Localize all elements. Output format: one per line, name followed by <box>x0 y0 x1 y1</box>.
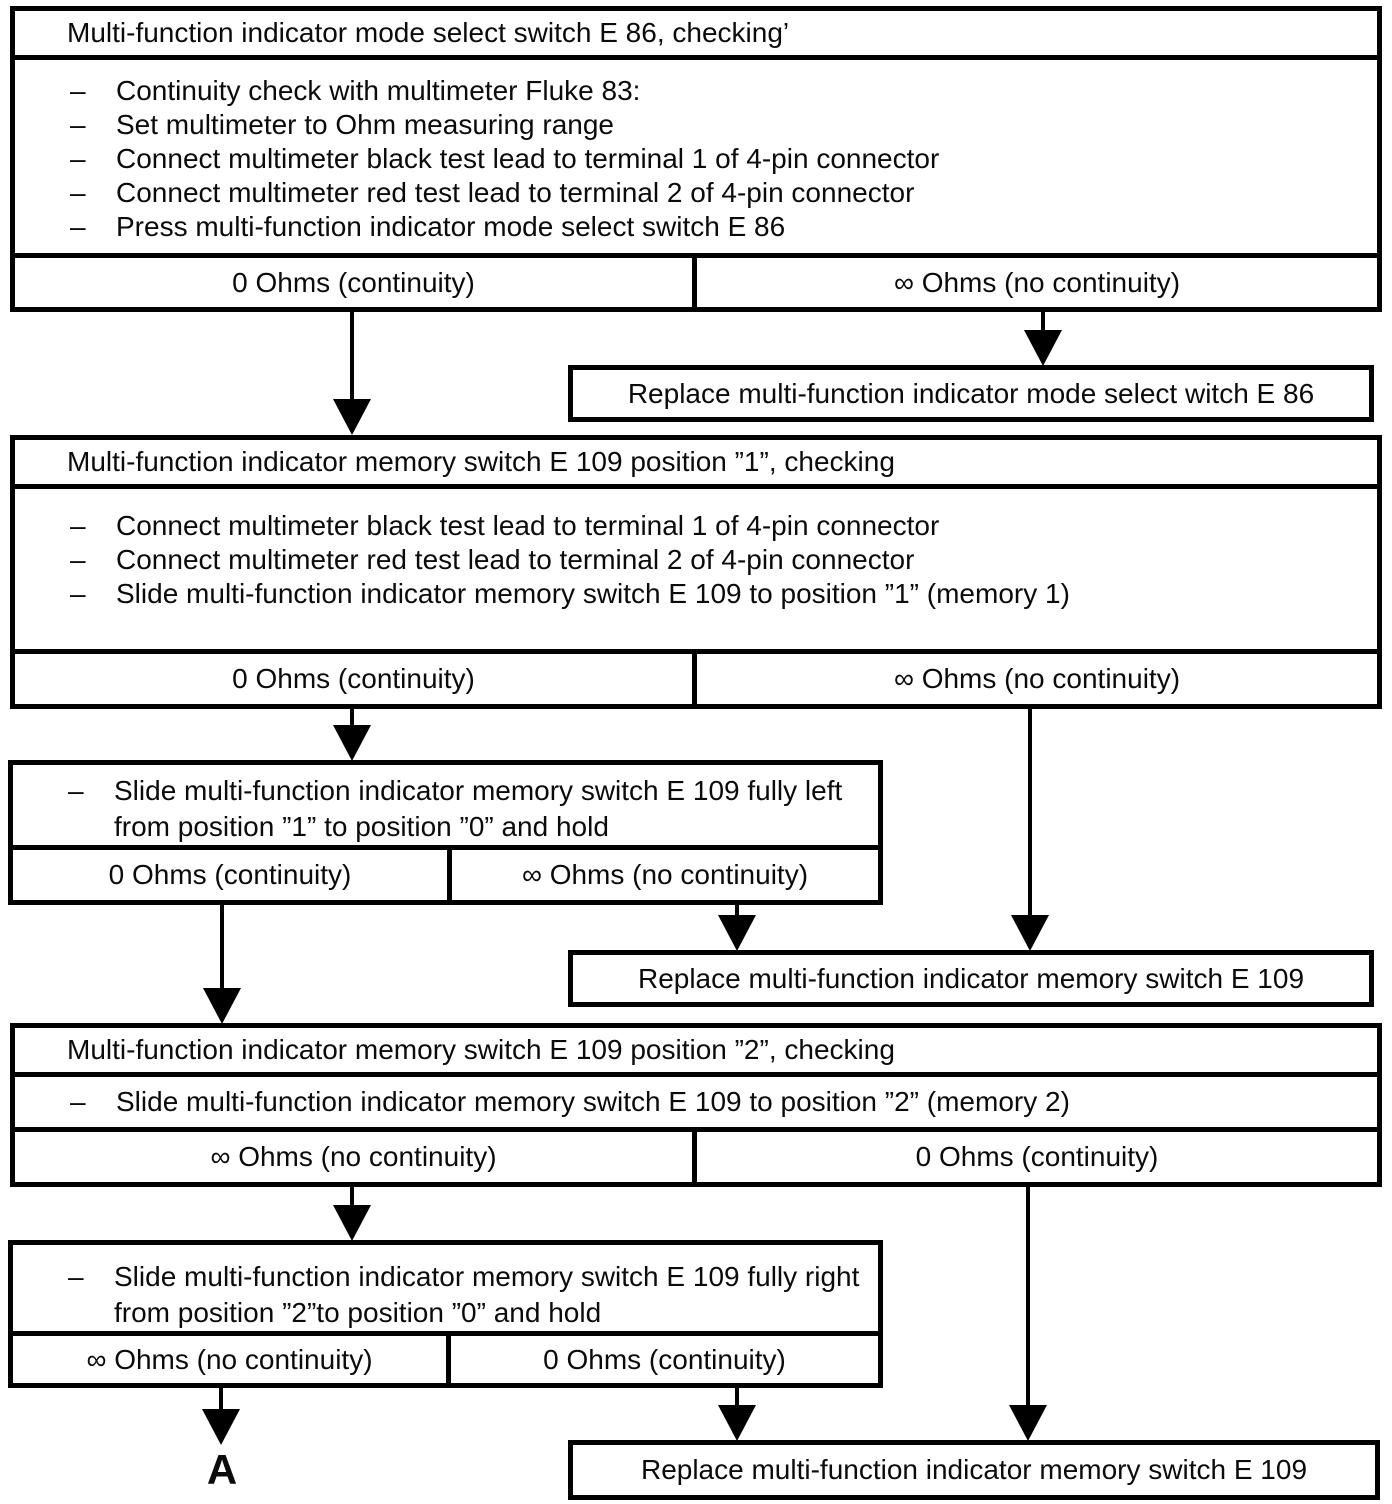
s1-result-continuity: 0 Ohms (continuity) <box>15 258 697 307</box>
arrow-s2-pass-head-icon <box>333 725 371 761</box>
arrow-s2b-pass-head-icon <box>203 988 241 1024</box>
arrow-s3-fail-head-icon <box>1009 1405 1047 1441</box>
result-text: 0 Ohms (continuity) <box>232 663 475 694</box>
step-item: Slide multi-function indicator memory sw… <box>70 1085 1070 1119</box>
arrow-s1-pass-head-icon <box>333 399 371 435</box>
arrow-s3b-fail-head-icon <box>718 1405 756 1441</box>
s3-title: Multi-function indicator memory switch E… <box>67 1034 895 1065</box>
arrow-s2-pass-line <box>350 709 354 727</box>
s2-title: Multi-function indicator memory switch E… <box>67 446 895 477</box>
s3b-result-no-continuity: ∞ Ohms (no continuity) <box>13 1336 451 1383</box>
step-item: Connect multimeter red test lead to term… <box>70 176 1377 210</box>
s3-step-box: Slide multi-function indicator memory sw… <box>10 1072 1382 1132</box>
step-item: Connect multimeter black test lead to te… <box>70 509 1377 543</box>
s2-results-row: 0 Ohms (continuity) ∞ Ohms (no continuit… <box>10 649 1382 709</box>
step-item: Connect multimeter black test lead to te… <box>70 142 1377 176</box>
replace-text: Replace multi-function indicator memory … <box>637 962 1305 994</box>
result-text: 0 Ohms (continuity) <box>915 1141 1159 1172</box>
arrow-s3b-fail-line <box>735 1388 739 1412</box>
result-text: ∞ Ohms (no continuity) <box>210 1141 497 1172</box>
s2-steps-box: Connect multimeter black test lead to te… <box>10 484 1382 654</box>
arrow-s3b-pass-line <box>219 1388 223 1412</box>
arrow-s1-pass-line <box>350 312 354 402</box>
replace-memory-switch-box-2: Replace multi-function indicator memory … <box>568 1440 1380 1500</box>
s2-steps-list: Connect multimeter black test lead to te… <box>70 509 1377 611</box>
s1-results-row: 0 Ohms (continuity) ∞ Ohms (no continuit… <box>10 253 1382 312</box>
step-item: Continuity check with multimeter Fluke 8… <box>70 74 1377 108</box>
arrow-s1-fail-head-icon <box>1024 330 1062 366</box>
s3-results-row: ∞ Ohms (no continuity) 0 Ohms (continuit… <box>10 1127 1382 1187</box>
s3-title-box: Multi-function indicator memory switch E… <box>10 1023 1382 1077</box>
s1-result-no-continuity: ∞ Ohms (no continuity) <box>697 258 1377 307</box>
step-item: Slide multi-function indicator memory sw… <box>70 577 1377 611</box>
result-text: 0 Ohms (continuity) <box>108 859 352 890</box>
s3b-step-box: Slide multi-function indicator memory sw… <box>8 1240 883 1336</box>
step-item: Slide multi-function indicator memory sw… <box>68 773 878 845</box>
s3-result-continuity: 0 Ohms (continuity) <box>697 1132 1377 1182</box>
s3b-results-row: ∞ Ohms (no continuity) 0 Ohms (continuit… <box>8 1331 883 1388</box>
s2b-step-box: Slide multi-function indicator memory sw… <box>8 760 883 850</box>
s3b-result-continuity: 0 Ohms (continuity) <box>451 1336 878 1383</box>
connector-label-a: A <box>206 1446 238 1493</box>
s2b-result-continuity: 0 Ohms (continuity) <box>13 850 452 900</box>
s2-title-box: Multi-function indicator memory switch E… <box>10 435 1382 489</box>
arrow-s1-fail-line <box>1041 312 1045 334</box>
replace-memory-switch-box-1: Replace multi-function indicator memory … <box>568 950 1374 1007</box>
replace-text: Replace multi-function indicator memory … <box>640 1454 1308 1485</box>
s2b-results-row: 0 Ohms (continuity) ∞ Ohms (no continuit… <box>8 845 883 905</box>
s3-result-no-continuity: ∞ Ohms (no continuity) <box>15 1132 697 1182</box>
s1-steps-list: Continuity check with multimeter Fluke 8… <box>70 74 1377 244</box>
s2b-result-no-continuity: ∞ Ohms (no continuity) <box>452 850 878 900</box>
result-text: 0 Ohms (continuity) <box>232 266 475 298</box>
result-text: 0 Ohms (continuity) <box>543 1343 786 1375</box>
step-item: Press multi-function indicator mode sele… <box>70 210 1377 244</box>
step-item: Slide multi-function indicator memory sw… <box>68 1259 878 1331</box>
arrow-s2b-pass-line <box>220 905 224 993</box>
replace-text: Replace multi-function indicator mode se… <box>627 377 1315 409</box>
result-text: ∞ Ohms (no continuity) <box>893 663 1181 694</box>
result-text: ∞ Ohms (no continuity) <box>521 859 809 890</box>
arrow-s3-pass-line <box>350 1187 354 1207</box>
s1-title-box: Multi-function indicator mode select swi… <box>10 6 1382 60</box>
s1-steps-box: Continuity check with multimeter Fluke 8… <box>10 55 1382 258</box>
step-item: Set multimeter to Ohm measuring range <box>70 108 1377 142</box>
arrow-s3-fail-line <box>1026 1187 1030 1409</box>
s2b-step-list: Slide multi-function indicator memory sw… <box>68 773 878 845</box>
arrow-s2-fail-head-icon <box>1011 915 1049 951</box>
s2-result-no-continuity: ∞ Ohms (no continuity) <box>697 654 1377 704</box>
arrow-s2b-fail-line <box>735 905 739 921</box>
s3-step-list: Slide multi-function indicator memory sw… <box>70 1085 1070 1119</box>
s2-result-continuity: 0 Ohms (continuity) <box>15 654 697 704</box>
arrow-s2b-fail-head-icon <box>718 915 756 951</box>
result-text: ∞ Ohms (no continuity) <box>893 266 1181 298</box>
arrow-s3b-pass-head-icon <box>202 1409 240 1445</box>
step-item: Connect multimeter red test lead to term… <box>70 543 1377 577</box>
arrow-s2-fail-line <box>1028 709 1032 921</box>
result-text: ∞ Ohms (no continuity) <box>86 1343 373 1375</box>
s3b-step-list: Slide multi-function indicator memory sw… <box>68 1259 878 1331</box>
arrow-s3-pass-head-icon <box>333 1205 371 1241</box>
replace-mode-select-switch-box: Replace multi-function indicator mode se… <box>568 365 1374 422</box>
s1-title: Multi-function indicator mode select swi… <box>67 17 790 48</box>
